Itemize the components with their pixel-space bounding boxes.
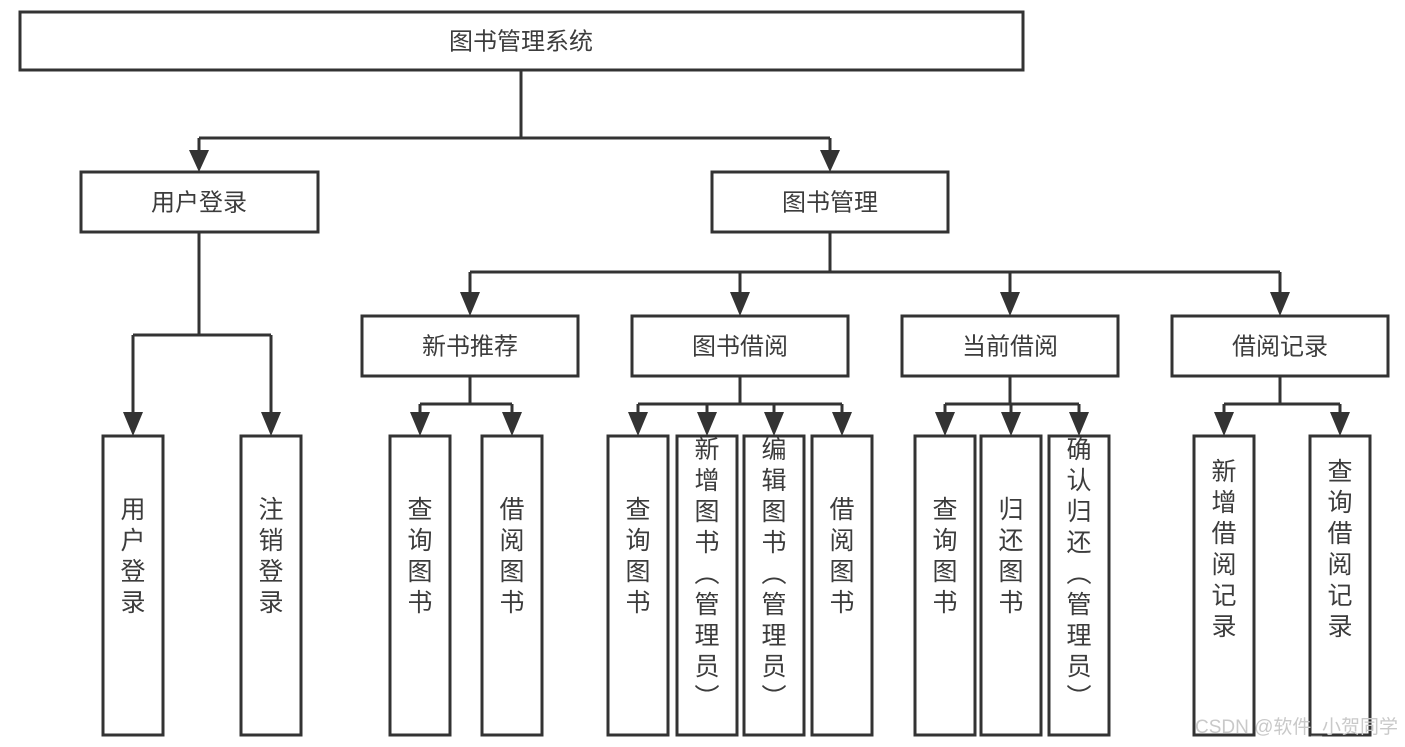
node-borrow-record-label: 借阅记录 xyxy=(1232,333,1328,360)
leaf-query-book-2-box xyxy=(606,434,670,737)
arrow-head-leaf-query-book-3 xyxy=(935,412,955,436)
leaf-query-book-3[interactable]: 查询图书 xyxy=(913,434,977,737)
leaf-query-book-1[interactable]: 查询图书 xyxy=(388,434,452,737)
arrow-head-leaf-return-book xyxy=(1001,412,1021,436)
leaf-confirm-return[interactable]: 确认归还︵管理员︶ xyxy=(1047,434,1111,737)
arrow-head-leaf-query-book-2 xyxy=(628,412,648,436)
leaf-add-record[interactable]: 新增借阅记录 xyxy=(1192,434,1256,737)
node-book-manage-box xyxy=(710,170,950,234)
leaf-edit-book-label: 编辑图书︵管理员︶ xyxy=(761,436,786,712)
arrow-head-leaf-query-book-1 xyxy=(410,412,430,436)
node-borrow-record[interactable]: 借阅记录 xyxy=(1170,314,1390,378)
arrow-head-leaf-add-record xyxy=(1214,412,1234,436)
leaf-borrow-book-2-label: 借阅图书 xyxy=(829,496,854,617)
node-book-manage-label: 图书管理 xyxy=(782,189,878,216)
node-new-book-rec-box xyxy=(360,314,580,378)
node-borrow-record-box xyxy=(1170,314,1390,378)
arrow-head-book-borrow xyxy=(730,292,750,316)
leaf-confirm-return-label: 确认归还︵管理员︶ xyxy=(1066,436,1091,712)
leaf-borrow-book-1-label: 借阅图书 xyxy=(499,496,524,617)
node-book-manage[interactable]: 图书管理 xyxy=(710,170,950,234)
node-book-borrow-label: 图书借阅 xyxy=(692,333,788,360)
leaf-query-book-1-label: 查询图书 xyxy=(407,496,432,617)
node-book-borrow-box xyxy=(630,314,850,378)
leaf-borrow-book-1-box xyxy=(480,434,544,737)
csdn-watermark: CSDN @软件_小贺同学 xyxy=(1195,716,1398,738)
node-user-login-box xyxy=(79,170,320,234)
leaf-user-login[interactable]: 用户登录 xyxy=(101,434,165,737)
leaf-return-book[interactable]: 归还图书 xyxy=(979,434,1043,737)
node-root[interactable]: 图书管理系统 xyxy=(18,10,1025,72)
leaf-borrow-book-2-box xyxy=(810,434,874,737)
leaf-logout-label: 注销登录 xyxy=(258,496,283,617)
arrow-head-leaf-edit-book xyxy=(764,412,784,436)
leaf-add-record-box xyxy=(1192,434,1256,737)
leaf-add-book-box xyxy=(675,434,739,737)
arrow-head-leaf-user-login xyxy=(123,412,143,436)
leaf-user-login-label: 用户登录 xyxy=(120,496,145,617)
connector-layer xyxy=(123,70,1350,436)
leaf-add-book[interactable]: 新增图书︵管理员︶ xyxy=(675,434,739,737)
arrow-head-user-login xyxy=(189,150,209,172)
arrow-head-leaf-add-book xyxy=(697,412,717,436)
leaf-query-record[interactable]: 查询借阅记录 xyxy=(1308,434,1372,737)
leaf-query-book-3-box xyxy=(913,434,977,737)
leaf-return-book-box xyxy=(979,434,1043,737)
leaf-query-book-1-box xyxy=(388,434,452,737)
leaf-user-login-box xyxy=(101,434,165,737)
leaf-borrow-book-2[interactable]: 借阅图书 xyxy=(810,434,874,737)
leaf-borrow-book-1[interactable]: 借阅图书 xyxy=(480,434,544,737)
node-new-book-rec[interactable]: 新书推荐 xyxy=(360,314,580,378)
arrow-head-leaf-query-record xyxy=(1330,412,1350,436)
node-book-borrow[interactable]: 图书借阅 xyxy=(630,314,850,378)
arrow-head-leaf-borrow-book-2 xyxy=(832,412,852,436)
node-root-box xyxy=(18,10,1025,72)
arrow-head-current-borrow xyxy=(1000,292,1020,316)
leaf-logout[interactable]: 注销登录 xyxy=(239,434,303,737)
node-new-book-rec-label: 新书推荐 xyxy=(422,333,518,360)
node-user-login-label: 用户登录 xyxy=(151,189,247,216)
leaf-query-record-label: 查询借阅记录 xyxy=(1327,458,1352,641)
leaf-edit-book[interactable]: 编辑图书︵管理员︶ xyxy=(742,434,806,737)
node-current-borrow-label: 当前借阅 xyxy=(962,333,1058,360)
leaf-query-book-2-label: 查询图书 xyxy=(625,496,650,617)
arrow-head-new-book-rec xyxy=(460,292,480,316)
arrow-head-leaf-confirm-return xyxy=(1069,412,1089,436)
leaf-query-book-2[interactable]: 查询图书 xyxy=(606,434,670,737)
node-root-label: 图书管理系统 xyxy=(449,28,593,55)
arrow-head-book-manage xyxy=(820,150,840,172)
node-user-login[interactable]: 用户登录 xyxy=(79,170,320,234)
leaf-query-book-3-label: 查询图书 xyxy=(932,496,957,617)
leaf-logout-box xyxy=(239,434,303,737)
node-current-borrow-box xyxy=(900,314,1120,378)
leaf-add-book-label: 新增图书︵管理员︶ xyxy=(694,436,719,712)
leaf-add-record-label: 新增借阅记录 xyxy=(1211,458,1236,641)
leaf-return-book-label: 归还图书 xyxy=(998,496,1023,617)
arrow-head-leaf-borrow-book-1 xyxy=(502,412,522,436)
arrow-head-borrow-record xyxy=(1270,292,1290,316)
leaf-query-record-box xyxy=(1308,434,1372,737)
node-current-borrow[interactable]: 当前借阅 xyxy=(900,314,1120,378)
leaf-confirm-return-box xyxy=(1047,434,1111,737)
arrow-head-leaf-logout xyxy=(261,412,281,436)
leaf-edit-book-box xyxy=(742,434,806,737)
